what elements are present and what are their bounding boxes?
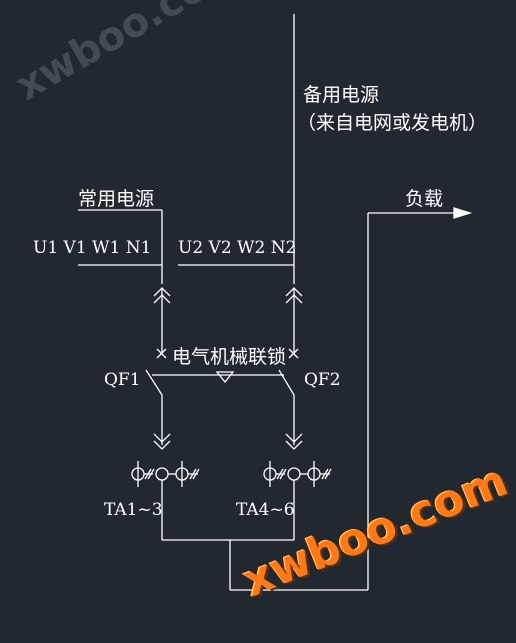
backup-source-subtitle: （来自电网或发电机） — [297, 112, 488, 134]
ct-right-group — [263, 461, 332, 487]
connector-left-bottom — [153, 433, 171, 450]
backup-source-title: 备用电源 — [303, 84, 380, 106]
qf1-label: QF1 — [104, 370, 141, 390]
ct-left-group — [131, 461, 200, 487]
qf2-label: QF2 — [304, 370, 341, 390]
normal-phases-label: U1 V1 W1 N1 — [33, 238, 152, 258]
connector-right-bottom — [285, 433, 303, 450]
load-arrow — [453, 207, 473, 219]
ta1-label: TA1~3 — [104, 500, 163, 520]
backup-phases-label: U2 V2 W2 N2 — [178, 238, 297, 258]
interlock-triangle — [215, 371, 235, 384]
load-label: 负载 — [405, 188, 444, 210]
qf1-switch-blade — [145, 369, 163, 396]
qf2-switch-blade — [278, 369, 295, 396]
normal-source-title: 常用电源 — [78, 188, 155, 210]
qf2-contact-mark — [288, 348, 299, 359]
ta4-label: TA4~6 — [236, 500, 295, 520]
qf1-contact-mark — [156, 348, 167, 359]
interlock-label: 电气机械联锁 — [172, 346, 287, 368]
